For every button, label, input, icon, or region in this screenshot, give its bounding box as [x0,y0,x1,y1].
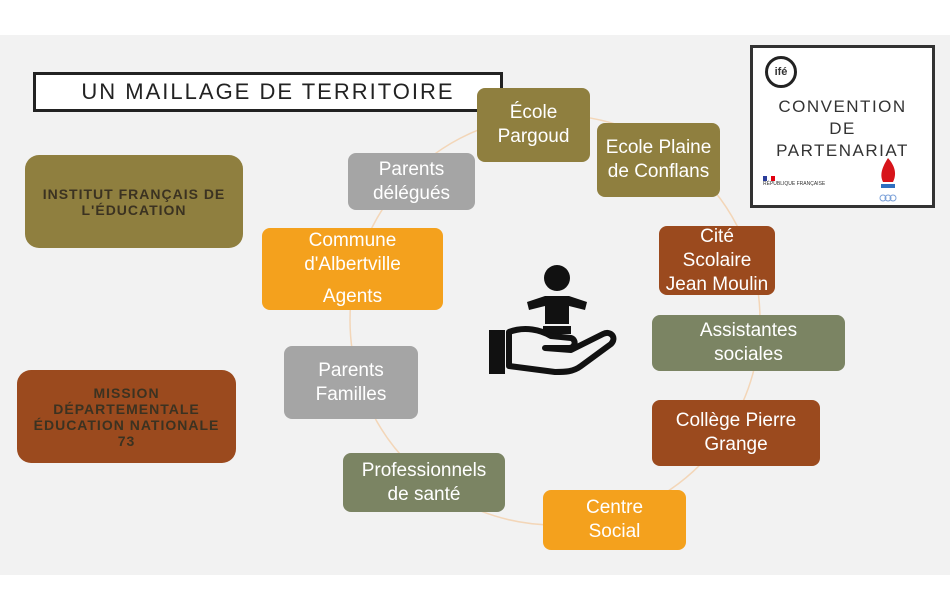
node-parents-familles: Parents Familles [284,346,418,419]
convention-line2: DE [829,119,856,138]
commune-label: Commune d'Albertville [304,230,401,275]
slide-title: UN MAILLAGE DE TERRITOIRE [33,72,503,112]
node-professionnels: Professionnels de santé [343,453,505,512]
albertville-flame-logo [879,158,897,202]
node-commune: Commune d'Albertville Agents [262,228,443,310]
republique-logo: RÉPUBLIQUE FRANÇAISE [763,176,825,187]
node-cite-scolaire: Cité Scolaire Jean Moulin [659,226,775,295]
node-college: Collège Pierre Grange [652,400,820,466]
node-ecole-pargoud: École Pargoud [477,88,590,162]
partner-ife: INSTITUT FRANÇAIS DE L'ÉDUCATION [25,155,243,248]
node-parents-delegues: Parents délégués [348,153,475,210]
agents-label: Agents [322,286,383,307]
convention-title: CONVENTION DE PARTENARIAT [753,96,932,162]
node-assistantes: Assistantes sociales [652,315,845,371]
hand-holding-child-icon [489,265,617,375]
republique-label: RÉPUBLIQUE FRANÇAISE [763,181,826,187]
partner-mission: MISSION DÉPARTEMENTALE ÉDUCATION NATIONA… [17,370,236,463]
node-ecole-plaine: Ecole Plaine de Conflans [597,123,720,197]
convention-line3: PARTENARIAT [776,141,909,160]
ife-logo: ifé [765,56,797,88]
convention-line1: CONVENTION [778,97,907,116]
node-centre-social: Centre Social [543,490,686,550]
convention-logo-box: ifé CONVENTION DE PARTENARIAT RÉPUBLIQUE… [750,45,935,208]
